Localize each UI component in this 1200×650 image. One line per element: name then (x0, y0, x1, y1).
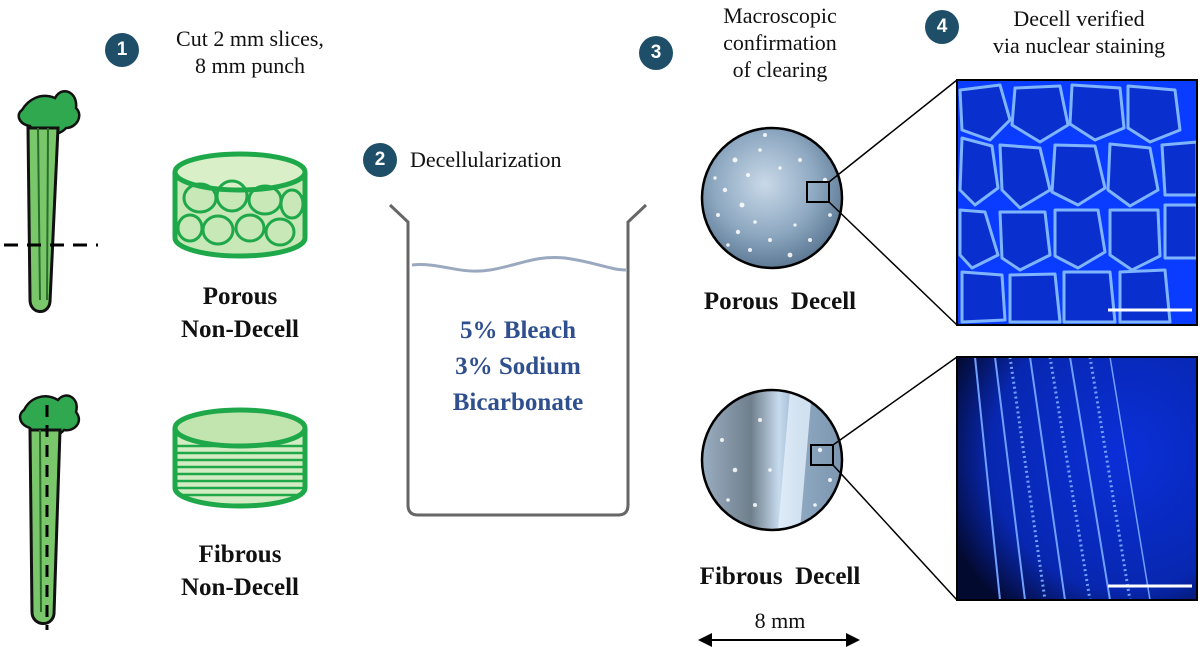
step-3-line-2: confirmation (723, 30, 837, 55)
celery-icon (4, 89, 98, 313)
celery-icon (18, 394, 81, 630)
porous-decell-label: Porous Decell (703, 288, 857, 315)
beaker-icon (388, 203, 648, 517)
step-4-text: Decell verified via nuclear staining (960, 5, 1198, 59)
scale-label: 8 mm (754, 608, 806, 633)
beaker-line-2: 3% Sodium (455, 353, 581, 380)
fibrous-label-line-1: Fibrous (198, 541, 282, 568)
step-2-text: Decellularization (410, 147, 562, 172)
step-3-line-3: of clearing (732, 57, 828, 82)
step-badge-1: 1 (105, 33, 139, 67)
sample-disc-icon (700, 388, 844, 532)
fibrous-label-line-2: Non-Decell (180, 574, 300, 601)
fluorescence-micrograph-icon (956, 356, 1198, 601)
beaker-line-3: Bicarbonate (452, 389, 584, 416)
porous-label-line-1: Porous (202, 283, 278, 310)
fluorescence-micrograph-icon (956, 79, 1198, 326)
step-1-line-1: Cut 2 mm slices, (176, 26, 324, 51)
porous-scaffold-icon (172, 151, 308, 259)
scale-arrow (698, 633, 860, 647)
porous-non-decell-label: Porous Non-Decell (150, 280, 330, 346)
fibrous-scaffold-icon (172, 407, 308, 509)
step-1-text: Cut 2 mm slices, 8 mm punch (150, 25, 350, 79)
step-badge-3: 3 (639, 36, 673, 70)
fibrous-non-decell-label: Fibrous Non-Decell (150, 538, 330, 604)
beaker-line-1: 5% Bleach (460, 317, 576, 344)
step-1-line-2: 8 mm punch (195, 53, 305, 78)
porous-label-line-2: Non-Decell (180, 316, 300, 343)
step-4-line-1: Decell verified (1013, 6, 1145, 31)
fibrous-decell-label: Fibrous Decell (699, 563, 861, 590)
step-badge-4: 4 (925, 10, 959, 44)
step-4-line-2: via nuclear staining (992, 33, 1166, 58)
step-3-text: Macroscopic confirmation of clearing (690, 2, 870, 83)
step-badge-2: 2 (363, 143, 397, 177)
step-3-line-1: Macroscopic (723, 3, 837, 28)
beaker-solution-label: 5% Bleach 3% Sodium Bicarbonate (408, 313, 628, 421)
sample-disc-icon (700, 126, 844, 270)
